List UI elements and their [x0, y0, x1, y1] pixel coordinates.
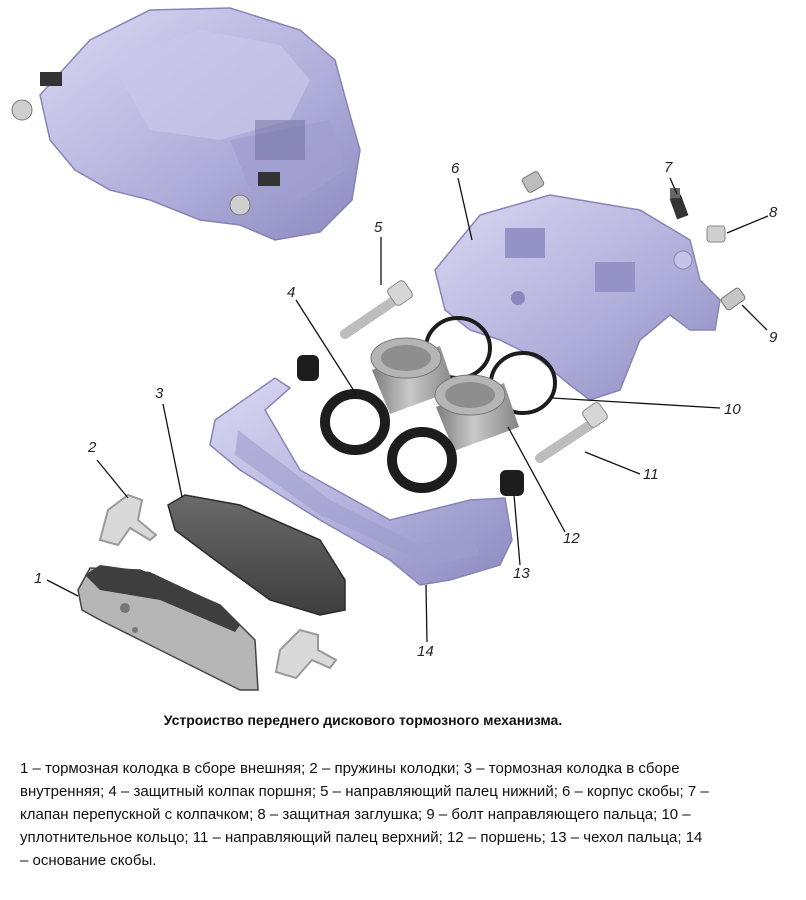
- callout-labels: 1 2 3 4 5 6 7 8 9 10 11 12 13 14: [34, 159, 778, 660]
- callout-4: 4: [287, 284, 295, 301]
- callout-2: 2: [87, 439, 97, 456]
- outer-pad: [77, 565, 259, 691]
- caliper-bracket: [209, 377, 513, 586]
- diagram-title: Устроиство переднего дискового тормозног…: [163, 712, 563, 728]
- pin-boots: [297, 355, 524, 496]
- callout-1: 1: [34, 570, 42, 587]
- callout-13: 13: [513, 565, 530, 582]
- callout-14: 14: [417, 643, 434, 660]
- protective-plug: [706, 225, 726, 243]
- upper-guide-pin: [535, 402, 608, 463]
- bleed-valve: [669, 188, 689, 220]
- small-bolt-top: [521, 171, 545, 193]
- guide-pin-bolt: [720, 287, 746, 311]
- callout-12: 12: [563, 530, 580, 547]
- pistons: [370, 337, 519, 451]
- pad-springs: [98, 493, 338, 680]
- callout-8: 8: [769, 204, 778, 221]
- callout-3: 3: [155, 385, 164, 402]
- caliper-housing: [434, 194, 721, 401]
- inner-pad: [167, 494, 346, 616]
- assembled-caliper: [11, 7, 361, 241]
- callout-5: 5: [374, 219, 383, 236]
- leader-lines: [46, 177, 769, 643]
- callout-6: 6: [451, 160, 460, 177]
- brake-exploded-diagram: 1 2 3 4 5 6 7 8 9 10 11 12 13 14: [11, 7, 778, 691]
- callout-7: 7: [664, 159, 673, 176]
- diagram-legend: 1 – тормозная колодка в сборе внешняя; 2…: [20, 760, 709, 869]
- lower-guide-pin: [340, 280, 413, 339]
- callout-9: 9: [769, 329, 778, 346]
- callout-10: 10: [724, 401, 741, 418]
- dust-boots: [320, 389, 457, 493]
- callout-11: 11: [643, 466, 659, 483]
